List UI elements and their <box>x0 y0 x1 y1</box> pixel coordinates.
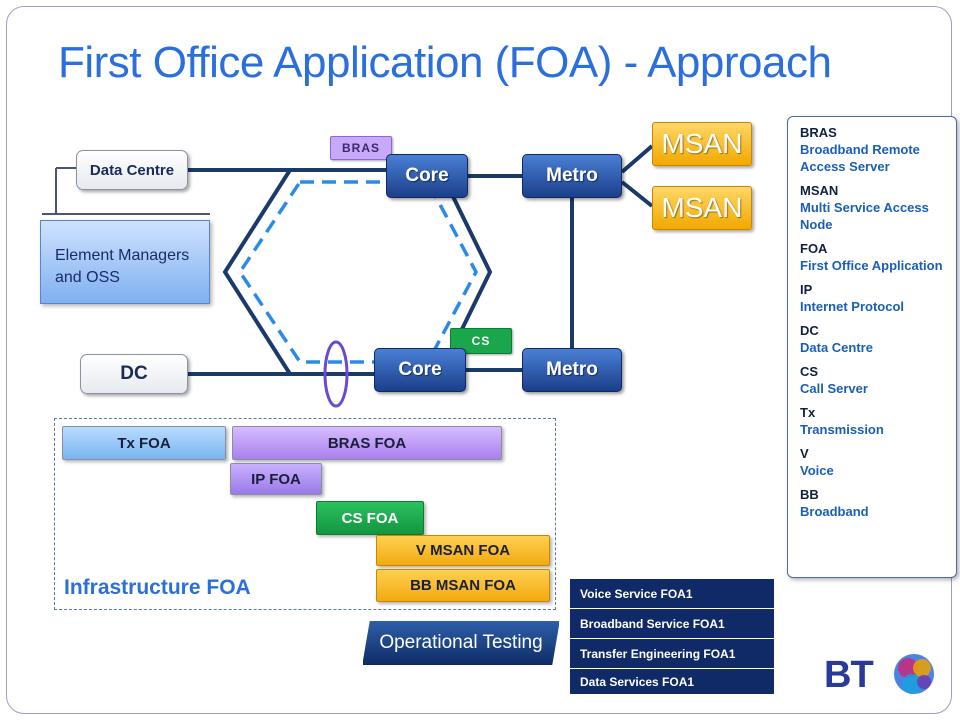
msan-node-1: MSAN <box>652 122 752 166</box>
service-foa-list: Voice Service FOA1 Broadband Service FOA… <box>570 579 774 695</box>
glossary-abbr: DC <box>800 323 819 338</box>
page-title: First Office Application (FOA) - Approac… <box>58 38 832 87</box>
glossary-def: Broadband Remote Access Server <box>800 142 920 174</box>
operational-testing-banner: Operational Testing <box>362 620 560 666</box>
core-node-bottom: Core <box>374 348 466 392</box>
glossary-item: MSAN Multi Service Access Node <box>800 182 956 233</box>
bt-logo-text: BT <box>824 654 874 696</box>
msan-node-2: MSAN <box>652 186 752 230</box>
glossary-abbr: V <box>800 446 809 461</box>
element-managers-box: Element Managers and OSS <box>40 220 210 304</box>
glossary-item: DC Data Centre <box>800 322 956 356</box>
bb-msan-foa-bar: BB MSAN FOA <box>376 569 550 602</box>
glossary-abbr: CS <box>800 364 819 379</box>
glossary-def: Voice <box>800 463 834 478</box>
glossary-def: Data Centre <box>800 340 873 355</box>
infrastructure-foa-frame <box>54 418 556 610</box>
glossary-abbr: MSAN <box>800 183 839 198</box>
dc-node: DC <box>80 354 188 394</box>
metro-node-bottom: Metro <box>522 348 622 392</box>
glossary-item: V Voice <box>800 445 956 479</box>
core-node-top: Core <box>386 154 468 198</box>
data-centre-node: Data Centre <box>76 150 188 190</box>
link-metro-msan-2 <box>620 180 654 208</box>
glossary-abbr: FOA <box>800 241 828 256</box>
glossary-item: FOA First Office Application <box>800 240 956 274</box>
tx-foa-bar: Tx FOA <box>62 426 226 460</box>
infrastructure-foa-label: Infrastructure FOA <box>64 576 251 599</box>
bt-logo: BT <box>824 646 936 704</box>
glossary-def: Internet Protocol <box>800 299 905 314</box>
glossary-item: IP Internet Protocol <box>800 281 956 315</box>
glossary-abbr: BB <box>800 487 819 502</box>
cs-foa-bar: CS FOA <box>316 501 424 535</box>
service-item-transfer-engineering: Transfer Engineering FOA1 <box>570 639 774 669</box>
bras-tag: BRAS <box>330 136 392 160</box>
network-ring-inner-dashed <box>237 180 478 364</box>
glossary-item: BRAS Broadband Remote Access Server <box>800 124 956 175</box>
ip-foa-bar: IP FOA <box>230 463 322 495</box>
glossary-def: Call Server <box>800 381 868 396</box>
v-msan-foa-bar: V MSAN FOA <box>376 535 550 566</box>
service-item-broadband: Broadband Service FOA1 <box>570 609 774 639</box>
service-item-voice: Voice Service FOA1 <box>570 579 774 609</box>
glossary-item: CS Call Server <box>800 363 956 397</box>
element-managers-line-2: and OSS <box>55 269 120 286</box>
metro-node-top: Metro <box>522 154 622 198</box>
bras-foa-bar: BRAS FOA <box>232 426 502 460</box>
bt-globe-icon <box>894 654 934 694</box>
glossary-abbr: IP <box>800 282 813 297</box>
element-managers-line-1: Element Managers <box>55 247 190 264</box>
glossary-abbr: Tx <box>800 405 816 420</box>
glossary-def: First Office Application <box>800 258 943 273</box>
glossary-item: BB Broadband <box>800 486 956 520</box>
glossary-def: Multi Service Access Node <box>800 200 929 232</box>
glossary-def: Broadband <box>800 504 869 519</box>
glossary-def: Transmission <box>800 422 884 437</box>
link-metro-msan-1 <box>620 144 654 174</box>
ring-crossing-ellipse <box>323 340 349 408</box>
service-item-data-services: Data Services FOA1 <box>570 669 774 695</box>
glossary-abbr: BRAS <box>800 125 837 140</box>
cs-tag: CS <box>450 328 512 354</box>
